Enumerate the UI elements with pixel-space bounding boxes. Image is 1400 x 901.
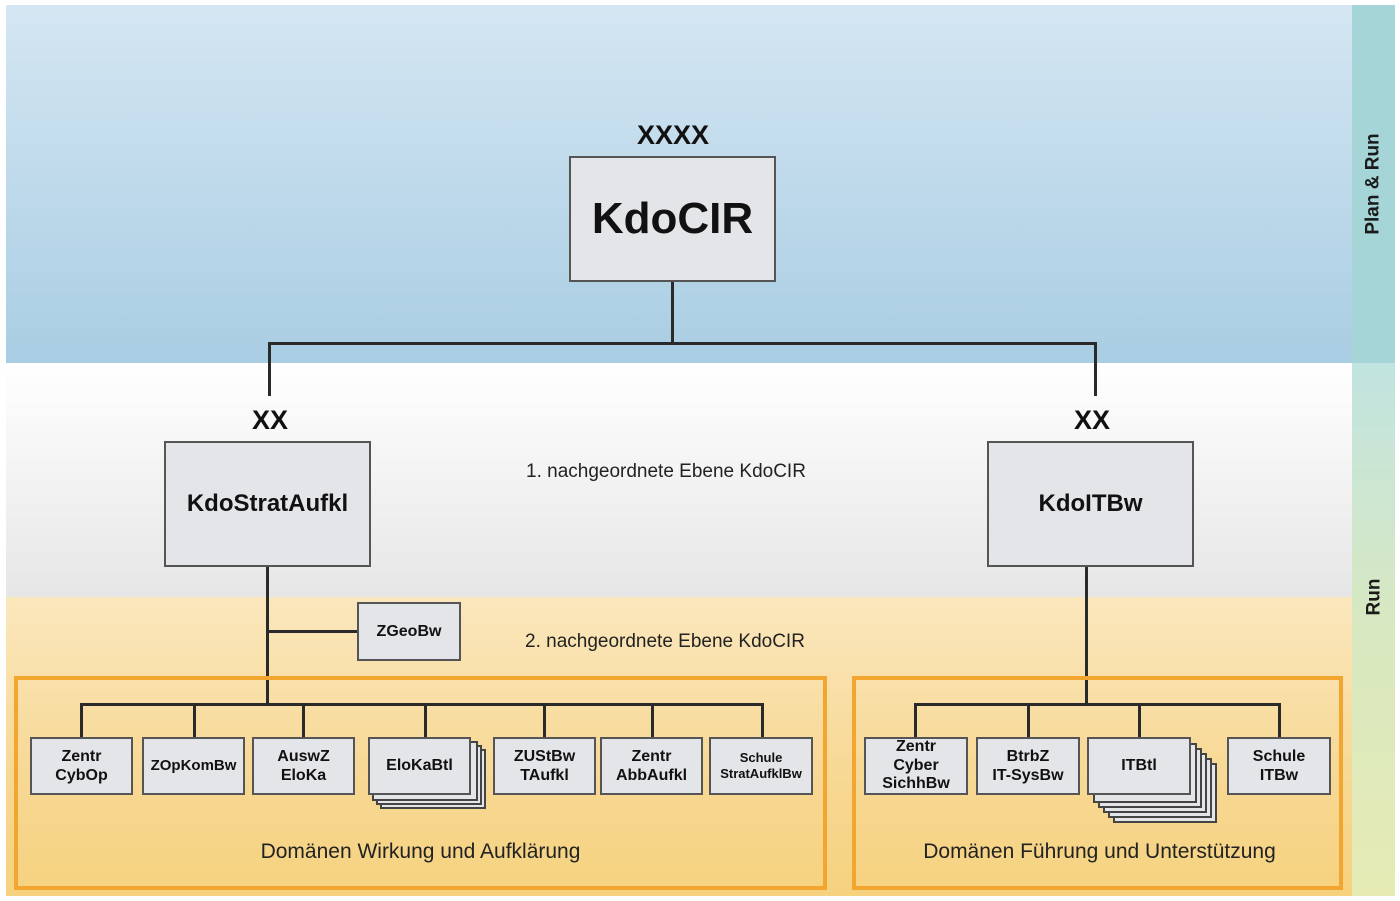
node-zgeobw: ZGeoBw: [357, 602, 461, 661]
run-label: Run: [1363, 578, 1384, 616]
unit-zentr-abbaufkl: Zentr AbbAufkl: [600, 737, 703, 795]
drop-unit: [1027, 703, 1030, 739]
domain-right-title: Domänen Führung und Unterstützung: [923, 840, 1276, 863]
plan-run-label: Plan & Run: [1363, 133, 1384, 235]
plan-run-strip: [1352, 5, 1395, 363]
node-kdostrataufkl: KdoStratAufkl: [164, 441, 371, 567]
run-strip: [1352, 363, 1395, 896]
left-rank-symbol: XX: [251, 405, 289, 435]
drop-unit: [543, 703, 546, 739]
connector-right-trunk: [1085, 566, 1088, 706]
unit-auswz-eloka: AuswZ EloKa: [252, 737, 355, 795]
drop-unit: [1138, 703, 1141, 739]
connector-right-drop: [1094, 342, 1097, 396]
unit-zentr-cyber-sichhbw: Zentr Cyber SichhBw: [864, 737, 968, 795]
unit-btrbz-it-sysbw: BtrbZ IT-SysBw: [976, 737, 1080, 795]
unit-zentr-cybop: Zentr CybOp: [30, 737, 133, 795]
domain-left-title: Domänen Wirkung und Aufklärung: [260, 840, 581, 863]
drop-unit: [651, 703, 654, 739]
unit-elokabtl: EloKaBtl: [368, 737, 471, 795]
domain-right-frame: [852, 676, 1343, 890]
unit-schule-strataufklbw: Schule StratAufklBw: [709, 737, 813, 795]
connector-zgeo: [266, 630, 358, 633]
node-kdocir: KdoCIR: [569, 156, 776, 282]
level2-caption: 2. nachgeordnete Ebene KdoCIR: [525, 631, 805, 652]
drop-unit: [80, 703, 83, 739]
connector-top-horizontal: [268, 342, 1097, 345]
domain-left-frame: [14, 676, 827, 890]
unit-schule-itbw: Schule ITBw: [1227, 737, 1331, 795]
connector-left-drop: [268, 342, 271, 396]
connector-left-bus: [80, 703, 764, 706]
node-kdoitbw: KdoITBw: [987, 441, 1194, 567]
drop-unit: [424, 703, 427, 739]
level1-caption: 1. nachgeordnete Ebene KdoCIR: [526, 461, 806, 482]
drop-unit: [761, 703, 764, 739]
connector-top-down: [671, 282, 674, 344]
drop-unit: [914, 703, 917, 739]
unit-itbtl: ITBtl: [1087, 737, 1191, 795]
drop-unit: [302, 703, 305, 739]
drop-unit: [193, 703, 196, 739]
connector-right-bus: [914, 703, 1280, 706]
top-rank-symbol: XXXX: [636, 120, 710, 150]
unit-zopkombw: ZOpKomBw: [142, 737, 245, 795]
plan-run-label-wrap: Plan & Run: [1354, 5, 1394, 363]
connector-left-trunk: [266, 566, 269, 706]
unit-zustbw-taufkl: ZUStBw TAufkl: [493, 737, 596, 795]
drop-unit: [1278, 703, 1281, 739]
run-label-wrap: Run: [1354, 363, 1394, 831]
right-rank-symbol: XX: [1073, 405, 1111, 435]
